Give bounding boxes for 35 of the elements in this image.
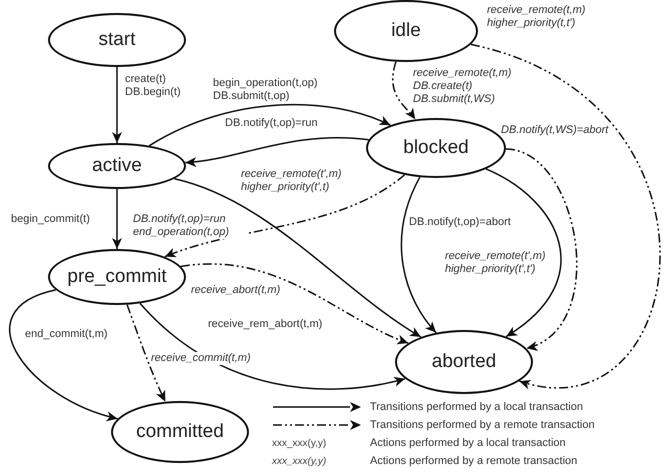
state-label: committed <box>136 421 224 443</box>
edge-label: receive_abort(t,m) <box>190 284 282 297</box>
state-label: pre_commit <box>67 266 167 288</box>
state-label: start <box>98 29 136 51</box>
state-label: blocked <box>403 137 469 159</box>
edge-label: receive_commit(t,m) <box>150 352 252 365</box>
edge-label: end_commit(t,m) <box>24 328 109 341</box>
transition-arrow <box>180 263 409 344</box>
edge-label: DB.notify(t,op)=run <box>224 117 319 130</box>
transition-arrow <box>126 304 166 402</box>
legend-text: Transitions performed by a remote transaction <box>370 418 595 433</box>
transition-arrow <box>9 289 118 421</box>
legend-text: Actions performed by a local transaction <box>370 436 566 451</box>
state-label: idle <box>391 20 421 42</box>
legend-text: Actions performed by a remote transaction <box>370 454 578 469</box>
transition-arrow <box>392 62 416 120</box>
legend-sample-text: xxx_xxx(y,y) <box>272 454 326 468</box>
edge-label: DB.notify(t,op)=run end_operation(t,op) <box>132 213 247 239</box>
transition-arrow <box>140 302 406 390</box>
edge-label: receive_rem_abort(t,m) <box>207 318 324 331</box>
legend-sample-text: xxx_xxx(y,y) <box>272 436 326 450</box>
transition-arrow <box>164 174 406 258</box>
transition-arrow <box>486 168 562 338</box>
edge-label: begin_commit(t) <box>10 213 91 226</box>
state-label: aborted <box>432 351 496 373</box>
transition-arrow <box>506 148 578 350</box>
legend-text: Transitions performed by a local transaction <box>370 400 583 415</box>
transition-arrow <box>185 137 369 167</box>
transition-arrow <box>470 44 661 388</box>
transition-arrow <box>112 189 122 249</box>
transition-arrow <box>174 178 422 338</box>
state-ellipse <box>395 330 533 394</box>
transition-arrow <box>112 67 122 143</box>
edge-label: DB.notify(t,op)=abort <box>408 216 512 229</box>
state-label: active <box>92 155 142 177</box>
